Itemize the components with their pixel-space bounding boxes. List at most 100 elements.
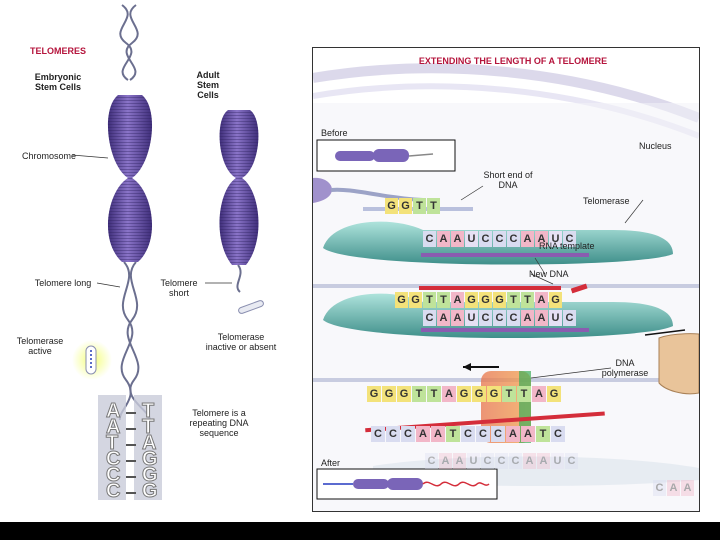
nucleotide-bottom-row2: A — [451, 310, 464, 326]
nucleotide-bottom-row2: C — [423, 310, 436, 326]
nucleotide-top-row3: T — [427, 386, 441, 402]
nucleotide-bottom-row2: U — [465, 310, 478, 326]
new-dna-label: New DNA — [529, 269, 569, 279]
nucleotide-bottom-row1: U — [549, 231, 562, 247]
nucleotide-bottom-row2: A — [535, 310, 548, 326]
nucleotide-bottom-row3: C — [401, 426, 415, 442]
nucleotide-bottom-row2: C — [493, 310, 506, 326]
nucleotide-top-row2: A — [451, 292, 464, 308]
nucleotide-bottom-row2: C — [479, 310, 492, 326]
nucleotide-bottom-row1: U — [465, 231, 478, 247]
nucleotide-top-row3: G — [367, 386, 381, 402]
dna-helix-top — [119, 4, 139, 81]
nucleotide-top-row3: G — [397, 386, 411, 402]
nucleotide-top-row3: T — [412, 386, 426, 402]
nucleotide-top-row2: G — [493, 292, 506, 308]
left-base-letter: C — [105, 448, 121, 471]
nucleotide-bottom-row3: C — [371, 426, 385, 442]
nucleotide-bottom-row1: C — [563, 231, 576, 247]
incoming-polymerase — [644, 329, 699, 395]
nucleotide-bottom-row3: C — [491, 426, 505, 442]
nucleotide-top-row2: G — [409, 292, 422, 308]
bottom-bar — [0, 522, 720, 540]
nucleotide-top-row1: T — [427, 198, 440, 214]
embryonic-chromosome — [107, 95, 153, 262]
nucleotide-ghost: A — [523, 453, 536, 469]
nucleotide-top-row1: G — [385, 198, 398, 214]
nucleotide-bottom-row3: A — [416, 426, 430, 442]
left-base-letter: C — [105, 464, 121, 487]
before-label: Before — [321, 128, 348, 138]
nucleotide-bottom-row3: T — [536, 426, 550, 442]
nucleotide-top-row3: G — [382, 386, 396, 402]
nucleotide-ghost: C — [495, 453, 508, 469]
rna-template-label: RNA template — [539, 241, 595, 251]
nucleotide-top-row3: G — [472, 386, 486, 402]
left-base-letter: T — [105, 432, 119, 455]
nucleotide-ghost: U — [467, 453, 480, 469]
telomere-short-label: Telomere short — [160, 278, 198, 298]
nucleotide-bottom-row3: C — [476, 426, 490, 442]
adult-chromosome — [219, 110, 259, 293]
right-base-letter: T — [141, 400, 155, 423]
nucleotide-ghost: C — [425, 453, 438, 469]
nucleotide-ghost: A — [439, 453, 452, 469]
nucleus-label: Nucleus — [639, 141, 672, 151]
nucleotide-top-row1: T — [413, 198, 426, 214]
nucleotide-bottom-row3: C — [551, 426, 565, 442]
short-end-label: Short end of DNA — [483, 170, 533, 190]
nucleotide-bottom-row2: A — [437, 310, 450, 326]
nucleotide-top-row3: G — [487, 386, 501, 402]
base-pair-bond — [126, 428, 136, 430]
base-pair-bond — [126, 460, 136, 462]
nucleotide-bottom-row1: C — [423, 231, 436, 247]
telomerase-inactive-icon — [238, 300, 264, 314]
nucleotide-top-row3: G — [547, 386, 561, 402]
base-pair-bond — [126, 476, 136, 478]
base-pair-bond — [126, 492, 136, 494]
nucleotide-top-row2: T — [507, 292, 520, 308]
nucleotide-bottom-row3: A — [506, 426, 520, 442]
extending-title: EXTENDING THE LENGTH OF A TELOMERE — [418, 56, 608, 66]
telomere-long-label: Telomere long — [34, 278, 92, 288]
embryonic-stem-cells-label: Embryonic Stem Cells — [34, 72, 82, 92]
right-base-letter: A — [141, 432, 157, 455]
nucleotide-bottom-row1: A — [437, 231, 450, 247]
nucleotide-top-row2: G — [549, 292, 562, 308]
nucleotide-top-row2: T — [437, 292, 450, 308]
nucleotide-ghost-right: A — [681, 480, 694, 496]
nucleotide-bottom-row3: C — [386, 426, 400, 442]
nucleotide-bottom-row3: A — [521, 426, 535, 442]
telomerase-active-icon — [72, 340, 112, 380]
nucleotide-top-row2: G — [395, 292, 408, 308]
after-chromosome — [323, 478, 490, 490]
nucleotide-top-row3: A — [442, 386, 456, 402]
nucleotide-top-row3: A — [532, 386, 546, 402]
left-illustration — [71, 4, 264, 500]
nucleotide-bottom-row3: C — [461, 426, 475, 442]
nucleotide-bottom-row2: A — [521, 310, 534, 326]
adult-stem-cells-label: Adult Stem Cells — [196, 70, 220, 100]
telomeres-title: TELOMERES — [30, 46, 87, 56]
nucleotide-ghost: C — [565, 453, 578, 469]
right-base-letter: T — [141, 416, 155, 439]
after-label: After — [321, 458, 341, 468]
nucleotide-ghost: A — [537, 453, 550, 469]
nucleotide-ghost: C — [481, 453, 494, 469]
base-pair-strands — [98, 395, 162, 500]
telomerase-active-label: Telomerase active — [16, 336, 64, 356]
nucleotide-bottom-row3: T — [446, 426, 460, 442]
before-chromosome — [335, 149, 434, 162]
nucleotide-top-row2: G — [465, 292, 478, 308]
nucleotide-bottom-row1: A — [521, 231, 534, 247]
nucleotide-top-row3: G — [457, 386, 471, 402]
nucleotide-bottom-row1: A — [535, 231, 548, 247]
right-base-letter: G — [142, 480, 159, 503]
nucleotide-bottom-row1: C — [493, 231, 506, 247]
extension-illustration — [313, 63, 699, 511]
nucleotide-bottom-row2: C — [507, 310, 520, 326]
nucleotide-bottom-row3: A — [431, 426, 445, 442]
